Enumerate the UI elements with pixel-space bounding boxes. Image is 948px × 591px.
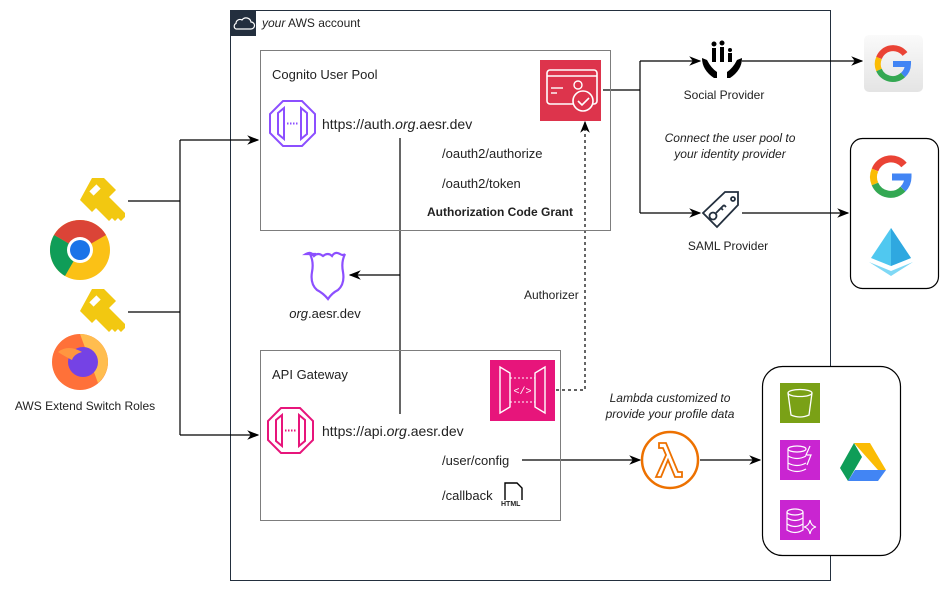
aws-account-boundary xyxy=(230,10,831,581)
api-endpoint-icon xyxy=(267,407,314,454)
social-provider-label: Social Provider xyxy=(683,88,765,102)
google-drive-icon xyxy=(840,443,886,481)
aws-account-label: your AWS account xyxy=(262,16,360,30)
cognito-box xyxy=(260,50,611,231)
lambda-note-line1: Lambda customized to xyxy=(609,391,731,405)
callback-path: /callback xyxy=(442,488,493,503)
saml-provider-label: SAML Provider xyxy=(687,239,769,253)
authorizer-connector xyxy=(556,120,590,391)
api-gateway-icon: </> xyxy=(490,360,555,421)
cognito-user-pool-icon xyxy=(540,60,601,121)
aws-account-label-rest: AWS account xyxy=(285,16,361,30)
cognito-url-suffix: .aesr.dev xyxy=(415,116,473,132)
oauth-token-path: /oauth2/token xyxy=(442,176,521,191)
lambda-note-line2: provide your profile data xyxy=(605,407,735,421)
aws-account-label-italic: your xyxy=(262,16,286,30)
html-file-label: HTML xyxy=(501,501,521,508)
client-connectors xyxy=(128,135,260,440)
cognito-url: https://auth.org.aesr.dev xyxy=(322,116,472,132)
client-label: AWS Extend Switch Roles xyxy=(14,399,156,413)
saml-tag-icon xyxy=(701,191,739,229)
aws-account-header-tile xyxy=(230,10,256,36)
domain-label-org: org xyxy=(289,306,309,321)
azure-ad-icon xyxy=(869,228,913,276)
html-file-icon xyxy=(504,482,523,500)
social-provider-icon xyxy=(702,40,742,78)
key-icon xyxy=(80,289,125,332)
s3-bucket-icon xyxy=(780,383,820,423)
cognito-title: Cognito User Pool xyxy=(272,67,378,82)
dynamodb-icon xyxy=(780,440,820,480)
cognito-endpoint-icon xyxy=(269,100,316,147)
api-url-org: org xyxy=(386,423,407,439)
database-sparkle-icon xyxy=(780,500,820,540)
api-gateway-title: API Gateway xyxy=(272,367,348,382)
cognito-url-org: org xyxy=(395,116,416,132)
oauth-authorize-path: /oauth2/authorize xyxy=(442,146,543,161)
authorizer-label: Authorizer xyxy=(524,288,579,302)
api-url: https://api.org.aesr.dev xyxy=(322,423,464,439)
domain-shield-icon xyxy=(302,251,346,301)
provider-note-line1: Connect the user pool to xyxy=(664,131,796,145)
domain-connector xyxy=(348,138,401,414)
provider-note-line2: your identity provider xyxy=(674,147,786,161)
domain-label: org.aesr.dev xyxy=(289,306,361,321)
google-social-icon xyxy=(874,45,912,82)
google-saml-icon xyxy=(870,155,912,198)
svg-text:</>: </> xyxy=(513,386,531,398)
firefox-icon xyxy=(52,334,108,390)
api-url-prefix: https://api. xyxy=(322,423,387,439)
provider-connectors xyxy=(522,56,864,465)
chrome-icon xyxy=(49,219,110,280)
user-config-path: /user/config xyxy=(442,453,510,468)
domain-label-rest: .aesr.dev xyxy=(308,306,361,321)
grant-type-label: Authorization Code Grant xyxy=(427,205,573,219)
lambda-icon xyxy=(640,430,700,490)
cognito-url-prefix: https://auth. xyxy=(322,116,396,132)
key-icon xyxy=(80,178,125,221)
api-gateway-box xyxy=(260,350,561,521)
api-url-suffix: .aesr.dev xyxy=(406,423,464,439)
cloud-icon xyxy=(233,17,256,30)
